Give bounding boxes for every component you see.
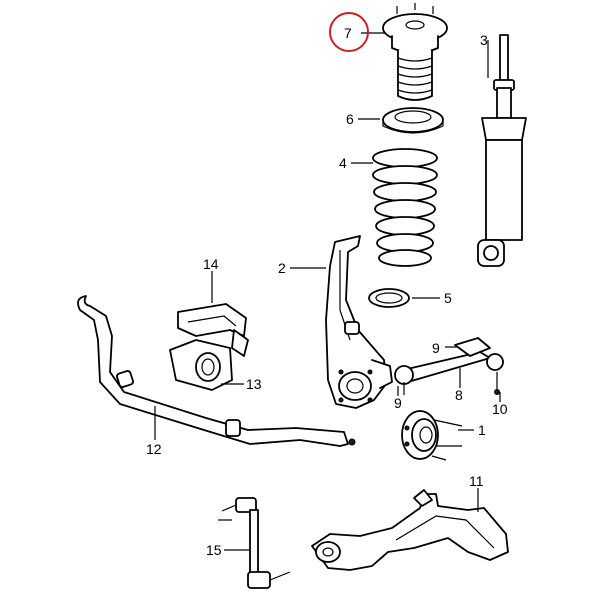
- highlight-circle: [329, 12, 369, 52]
- part-stabilizer-bracket: [177, 303, 249, 357]
- callout-11: 11: [469, 473, 484, 489]
- callout-1: 1: [478, 422, 486, 438]
- part-steering-knuckle: [325, 235, 393, 409]
- part-coil-spring: [372, 148, 438, 267]
- part-insulator-ring: [368, 288, 410, 308]
- callout-10: 10: [492, 401, 508, 417]
- callout-12: 12: [146, 441, 162, 457]
- part-shock-absorber: [477, 34, 527, 267]
- part-control-link: [394, 337, 504, 385]
- callout-2: 2: [278, 260, 286, 276]
- callout-8: 8: [455, 387, 463, 403]
- callout-3: 3: [480, 32, 488, 48]
- callouts: 7 3 6 4 2 5 14 13 12 9 8 9 10 1 11 15: [146, 25, 508, 558]
- callout-13: 13: [246, 376, 262, 392]
- callout-4: 4: [339, 155, 347, 171]
- callout-9-upper: 9: [432, 340, 440, 356]
- part-stabilizer-bar: [77, 295, 356, 447]
- callout-7: 7: [344, 25, 352, 41]
- callout-5: 5: [444, 290, 452, 306]
- part-stabilizer-link: [221, 497, 291, 589]
- part-lower-control-arm: [311, 489, 509, 571]
- part-link-bolts: [403, 372, 500, 395]
- callout-14: 14: [203, 256, 219, 272]
- callout-6: 6: [346, 111, 354, 127]
- part-strut-mount-boot: [382, 3, 448, 101]
- part-stabilizer-bushing: [169, 339, 233, 391]
- part-hub-bearing: [401, 410, 463, 461]
- leader-lines: [154, 32, 501, 551]
- callout-15: 15: [206, 542, 222, 558]
- callout-9-lower: 9: [394, 395, 402, 411]
- part-spring-insulator: [382, 107, 444, 134]
